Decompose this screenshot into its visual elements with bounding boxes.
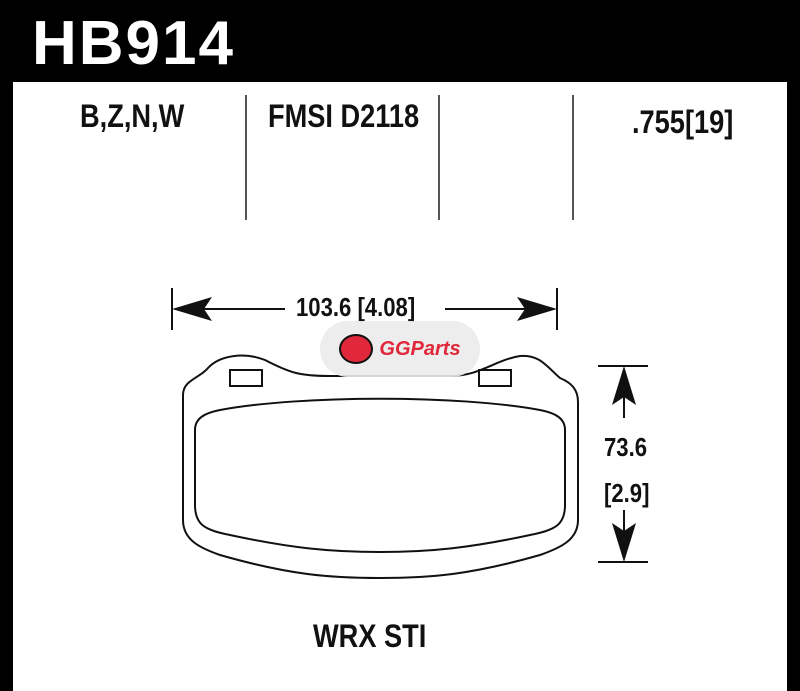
watermark-text: GGParts	[379, 337, 461, 360]
divider	[438, 95, 440, 220]
height-dimension-mm: 73.6	[604, 432, 648, 462]
ggparts-logo-icon	[339, 334, 374, 364]
arrow-up-icon	[612, 366, 636, 405]
pad-backing-plate-outline	[182, 354, 579, 580]
compounds: B,Z,N,W	[80, 98, 185, 134]
divider	[245, 95, 247, 220]
tab-slot-left	[229, 369, 263, 387]
arrow-right-icon	[517, 297, 557, 321]
divider	[572, 95, 574, 220]
vehicle-application: WRX STI	[313, 618, 427, 654]
arrow-down-icon	[612, 523, 636, 562]
left-border	[0, 82, 13, 691]
header-bar: HB914	[0, 0, 800, 82]
width-dimension: 103.6 [4.08]	[296, 292, 416, 322]
thickness: .755[19]	[632, 104, 734, 140]
part-number: HB914	[32, 9, 235, 78]
height-dimension-in: [2.9]	[604, 478, 650, 508]
right-border	[787, 82, 800, 691]
arrow-left-icon	[172, 297, 212, 321]
pad-friction-outline	[194, 397, 566, 554]
tab-slot-right	[478, 369, 512, 387]
watermark: GGParts	[320, 321, 480, 377]
fmsi-number: FMSI D2118	[268, 98, 420, 134]
